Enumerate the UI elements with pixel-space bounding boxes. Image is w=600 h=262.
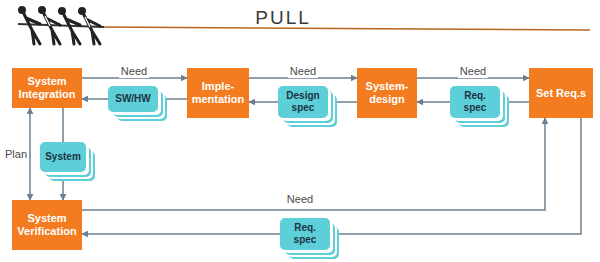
node-text: Design spec [281, 90, 325, 114]
process-box: System Verification [12, 200, 82, 250]
connector [500, 101, 529, 103]
connector [82, 233, 280, 235]
node-text: Req. spec [283, 222, 327, 246]
process-box: System Integration [12, 68, 82, 108]
connector [82, 118, 545, 210]
connector [328, 101, 357, 103]
connector [330, 118, 581, 234]
node-text: Req. spec [453, 90, 497, 114]
connector [158, 98, 187, 100]
connector [417, 101, 450, 103]
connector [249, 101, 278, 103]
edge-label: Need [119, 65, 149, 78]
edge-label: Need [288, 65, 318, 78]
process-box: Imple- mentation [187, 68, 249, 118]
document-stack: Req. spec [280, 218, 330, 250]
connector [82, 98, 108, 100]
node-text: SW/HW [111, 93, 155, 105]
connector [62, 108, 64, 142]
edge-label: Need [285, 193, 315, 206]
connector [29, 108, 31, 200]
diagram-title: PULL [220, 8, 346, 28]
edge-label: Plan [3, 148, 29, 161]
document-stack: Design spec [278, 86, 328, 118]
edge-label: Need [458, 65, 488, 78]
connector [62, 172, 64, 200]
node-text: System Verification [15, 212, 79, 238]
document-stack: SW/HW [108, 86, 158, 112]
node-text: System Integration [15, 75, 79, 101]
process-box: System- design [357, 68, 417, 118]
node-text: System- design [360, 80, 414, 106]
node-text: Set Req.s [532, 87, 590, 100]
process-box: Set Req.s [529, 68, 593, 118]
node-text: System [43, 151, 83, 163]
document-stack: System [40, 142, 86, 172]
document-stack: Req. spec [450, 86, 500, 118]
node-text: Imple- mentation [190, 80, 246, 106]
